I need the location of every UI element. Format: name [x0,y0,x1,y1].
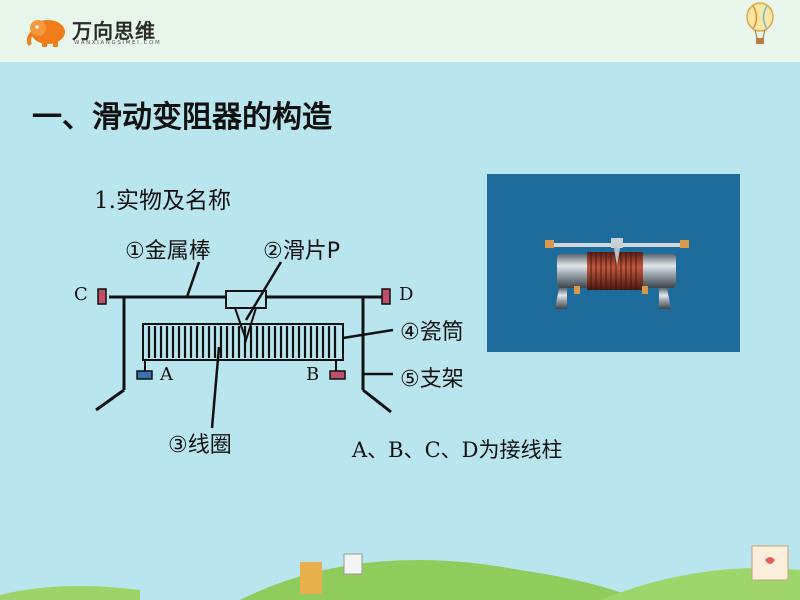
terminals-note: A、B、C、D为接线柱 [352,438,563,462]
terminal-a-post [136,370,153,380]
label-terminal-c: C [74,284,88,305]
slider-block [225,290,267,309]
label-coil: ③线圈 [168,433,232,458]
leader-coil [210,346,221,429]
label-porcelain-tube: ④瓷筒 [400,320,464,345]
decor-sign [343,553,363,575]
leader-slider [244,261,283,321]
elephant-logo-icon [26,20,65,47]
heart-icon [765,557,775,564]
logo: 万向思维 WANXIANGSIMEI.COM [26,15,166,51]
label-slider: ②滑片P [263,239,340,264]
stand-foot-right [362,388,392,414]
logo-subtitle: WANXIANGSIMEI.COM [74,40,162,46]
logo-name: 万向思维 [72,19,156,43]
label-stand: ⑤支架 [400,367,464,392]
decorative-ground [0,545,800,600]
stand-foot-left [95,388,125,412]
hot-air-balloon-icon [746,2,774,44]
label-terminal-a: A [160,364,173,385]
leader-tube [342,328,394,340]
rheostat-photo [487,174,740,352]
terminal-c-post [97,288,107,305]
slide-title: 一、滑动变阻器的构造 [32,100,332,135]
rheostat-illustration [545,238,689,309]
slide-subtitle: 1.实物及名称 [94,188,231,214]
leader-rod [185,261,201,298]
terminal-d-post [381,288,391,305]
label-terminal-b: B [306,364,320,385]
decor-house [300,562,322,594]
terminal-b-post [329,370,346,380]
header-band: 万向思维 WANXIANGSIMEI.COM [0,0,800,62]
label-metal-rod: ①金属棒 [125,239,211,264]
porcelain-tube [142,323,344,361]
label-terminal-d: D [399,284,414,305]
